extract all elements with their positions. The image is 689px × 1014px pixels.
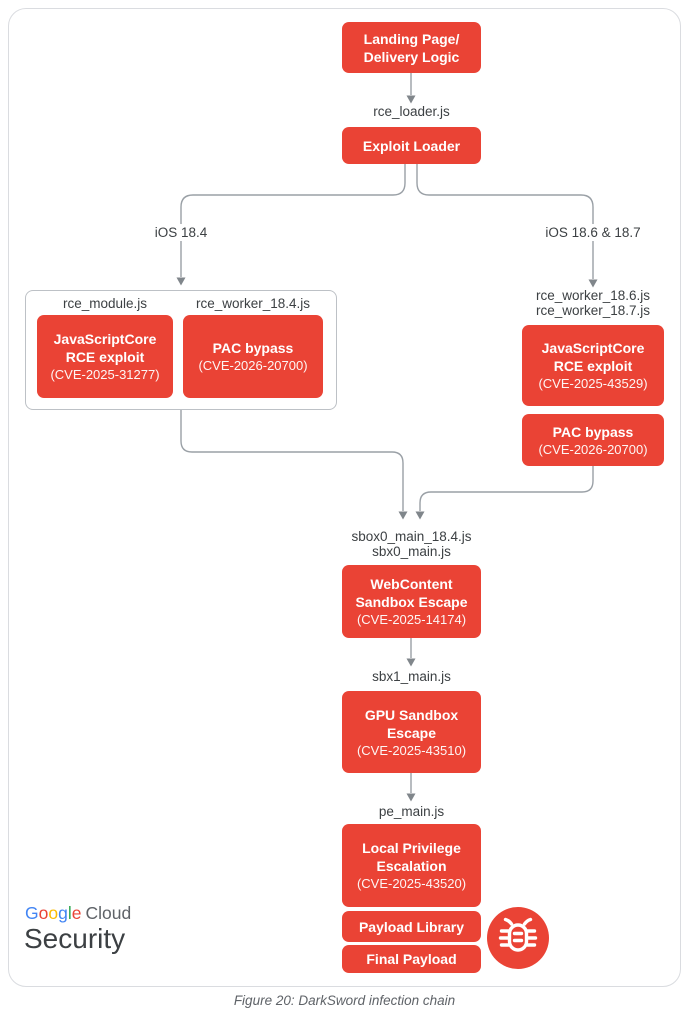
node-title: PAC bypass [552, 423, 634, 440]
arrowhead [176, 277, 186, 286]
node-title: JavaScriptCore [541, 340, 645, 356]
node-gpu-sandbox-escape: GPU Sandbox Escape (CVE-2025-43510) [342, 691, 481, 773]
logo-security-text: Security [24, 923, 126, 954]
node-title: Delivery Logic [363, 48, 460, 65]
node-cve: (CVE-2025-14174) [356, 612, 467, 627]
node-cve: (CVE-2025-43510) [356, 742, 467, 758]
file-label-rce-worker-18-4: rce_worker_18.4.js [195, 296, 311, 311]
node-title: Sandbox Escape [355, 594, 468, 610]
file-label-line: sbox0_main_18.4.js [351, 529, 472, 544]
node-title: Local Privilege [362, 840, 461, 856]
node-jsc-rce-exploit-18-6: JavaScriptCore RCE exploit (CVE-2025-435… [522, 325, 664, 406]
node-cve: (CVE-2025-31277) [50, 367, 160, 382]
file-label-rce-module: rce_module.js [62, 296, 148, 311]
node-final-payload: Final Payload [342, 945, 481, 973]
file-label-sbox0: sbox0_main_18.4.js sbx0_main.js [332, 529, 491, 559]
arrowhead [398, 511, 408, 520]
line-rightpac-to-sbox [419, 466, 594, 511]
node-title: JavaScriptCore [53, 331, 157, 347]
line-leftgroup-to-sbox [180, 408, 404, 511]
branch-label-ios-18-6-18-7: iOS 18.6 & 18.7 [540, 224, 646, 241]
file-label-line: sbx0_main.js [372, 544, 451, 559]
node-cve: (CVE-2026-20700) [538, 441, 648, 457]
file-label-line: rce_worker_18.7.js [535, 303, 651, 318]
node-webcontent-sandbox-escape: WebContent Sandbox Escape (CVE-2025-1417… [342, 565, 481, 638]
logo-cloud-text: Cloud [85, 903, 132, 923]
logo-letter: o [38, 903, 49, 923]
node-cve: (CVE-2026-20700) [198, 358, 308, 373]
node-jsc-rce-exploit-18-4: JavaScriptCore RCE exploit (CVE-2025-312… [37, 315, 173, 398]
diagram-card [8, 8, 681, 987]
arrowhead [588, 279, 598, 288]
node-title: Final Payload [366, 951, 457, 967]
node-landing-page: Landing Page/ Delivery Logic [342, 22, 481, 73]
arrowhead [406, 95, 416, 104]
file-label-sbx1-main: sbx1_main.js [372, 669, 451, 684]
arrowhead [406, 793, 416, 802]
node-title: Landing Page/ [363, 30, 460, 47]
logo-letter: g [58, 903, 68, 923]
file-label-pe-main: pe_main.js [378, 804, 445, 819]
file-label-rce-workers-18-6-18-7: rce_worker_18.6.js rce_worker_18.7.js [522, 288, 664, 318]
file-label-line: rce_worker_18.6.js [535, 288, 651, 303]
node-title: RCE exploit [553, 358, 633, 374]
line-split-right [416, 164, 594, 279]
node-title: Exploit Loader [362, 137, 461, 154]
node-title: WebContent [370, 576, 453, 592]
logo-letter: G [25, 903, 39, 923]
arrowhead [406, 658, 416, 667]
arrowhead [415, 511, 425, 520]
node-title: Escape [386, 724, 437, 741]
figure-caption: Figure 20: DarkSword infection chain [233, 993, 456, 1008]
node-title: Escalation [376, 858, 447, 874]
node-title: RCE exploit [65, 349, 145, 365]
node-pac-bypass-18-6: PAC bypass (CVE-2026-20700) [522, 414, 664, 466]
line-split-left [180, 164, 406, 277]
branch-label-ios-18-4: iOS 18.4 [149, 224, 213, 241]
node-exploit-loader: Exploit Loader [342, 127, 481, 164]
bug-icon [487, 907, 549, 969]
node-payload-library: Payload Library [342, 911, 481, 942]
logo-letter: e [71, 903, 82, 923]
node-pac-bypass-18-4: PAC bypass (CVE-2026-20700) [183, 315, 323, 398]
node-cve: (CVE-2025-43529) [538, 376, 648, 391]
node-cve: (CVE-2025-43520) [356, 876, 467, 891]
node-title: PAC bypass [212, 340, 294, 356]
node-local-privilege-escalation: Local Privilege Escalation (CVE-2025-435… [342, 824, 481, 907]
file-label-rce-loader: rce_loader.js [373, 104, 450, 119]
logo-letter: o [48, 903, 59, 923]
logo-letter: l [67, 903, 72, 923]
node-title: Payload Library [358, 918, 465, 935]
node-title: GPU Sandbox [364, 706, 459, 723]
